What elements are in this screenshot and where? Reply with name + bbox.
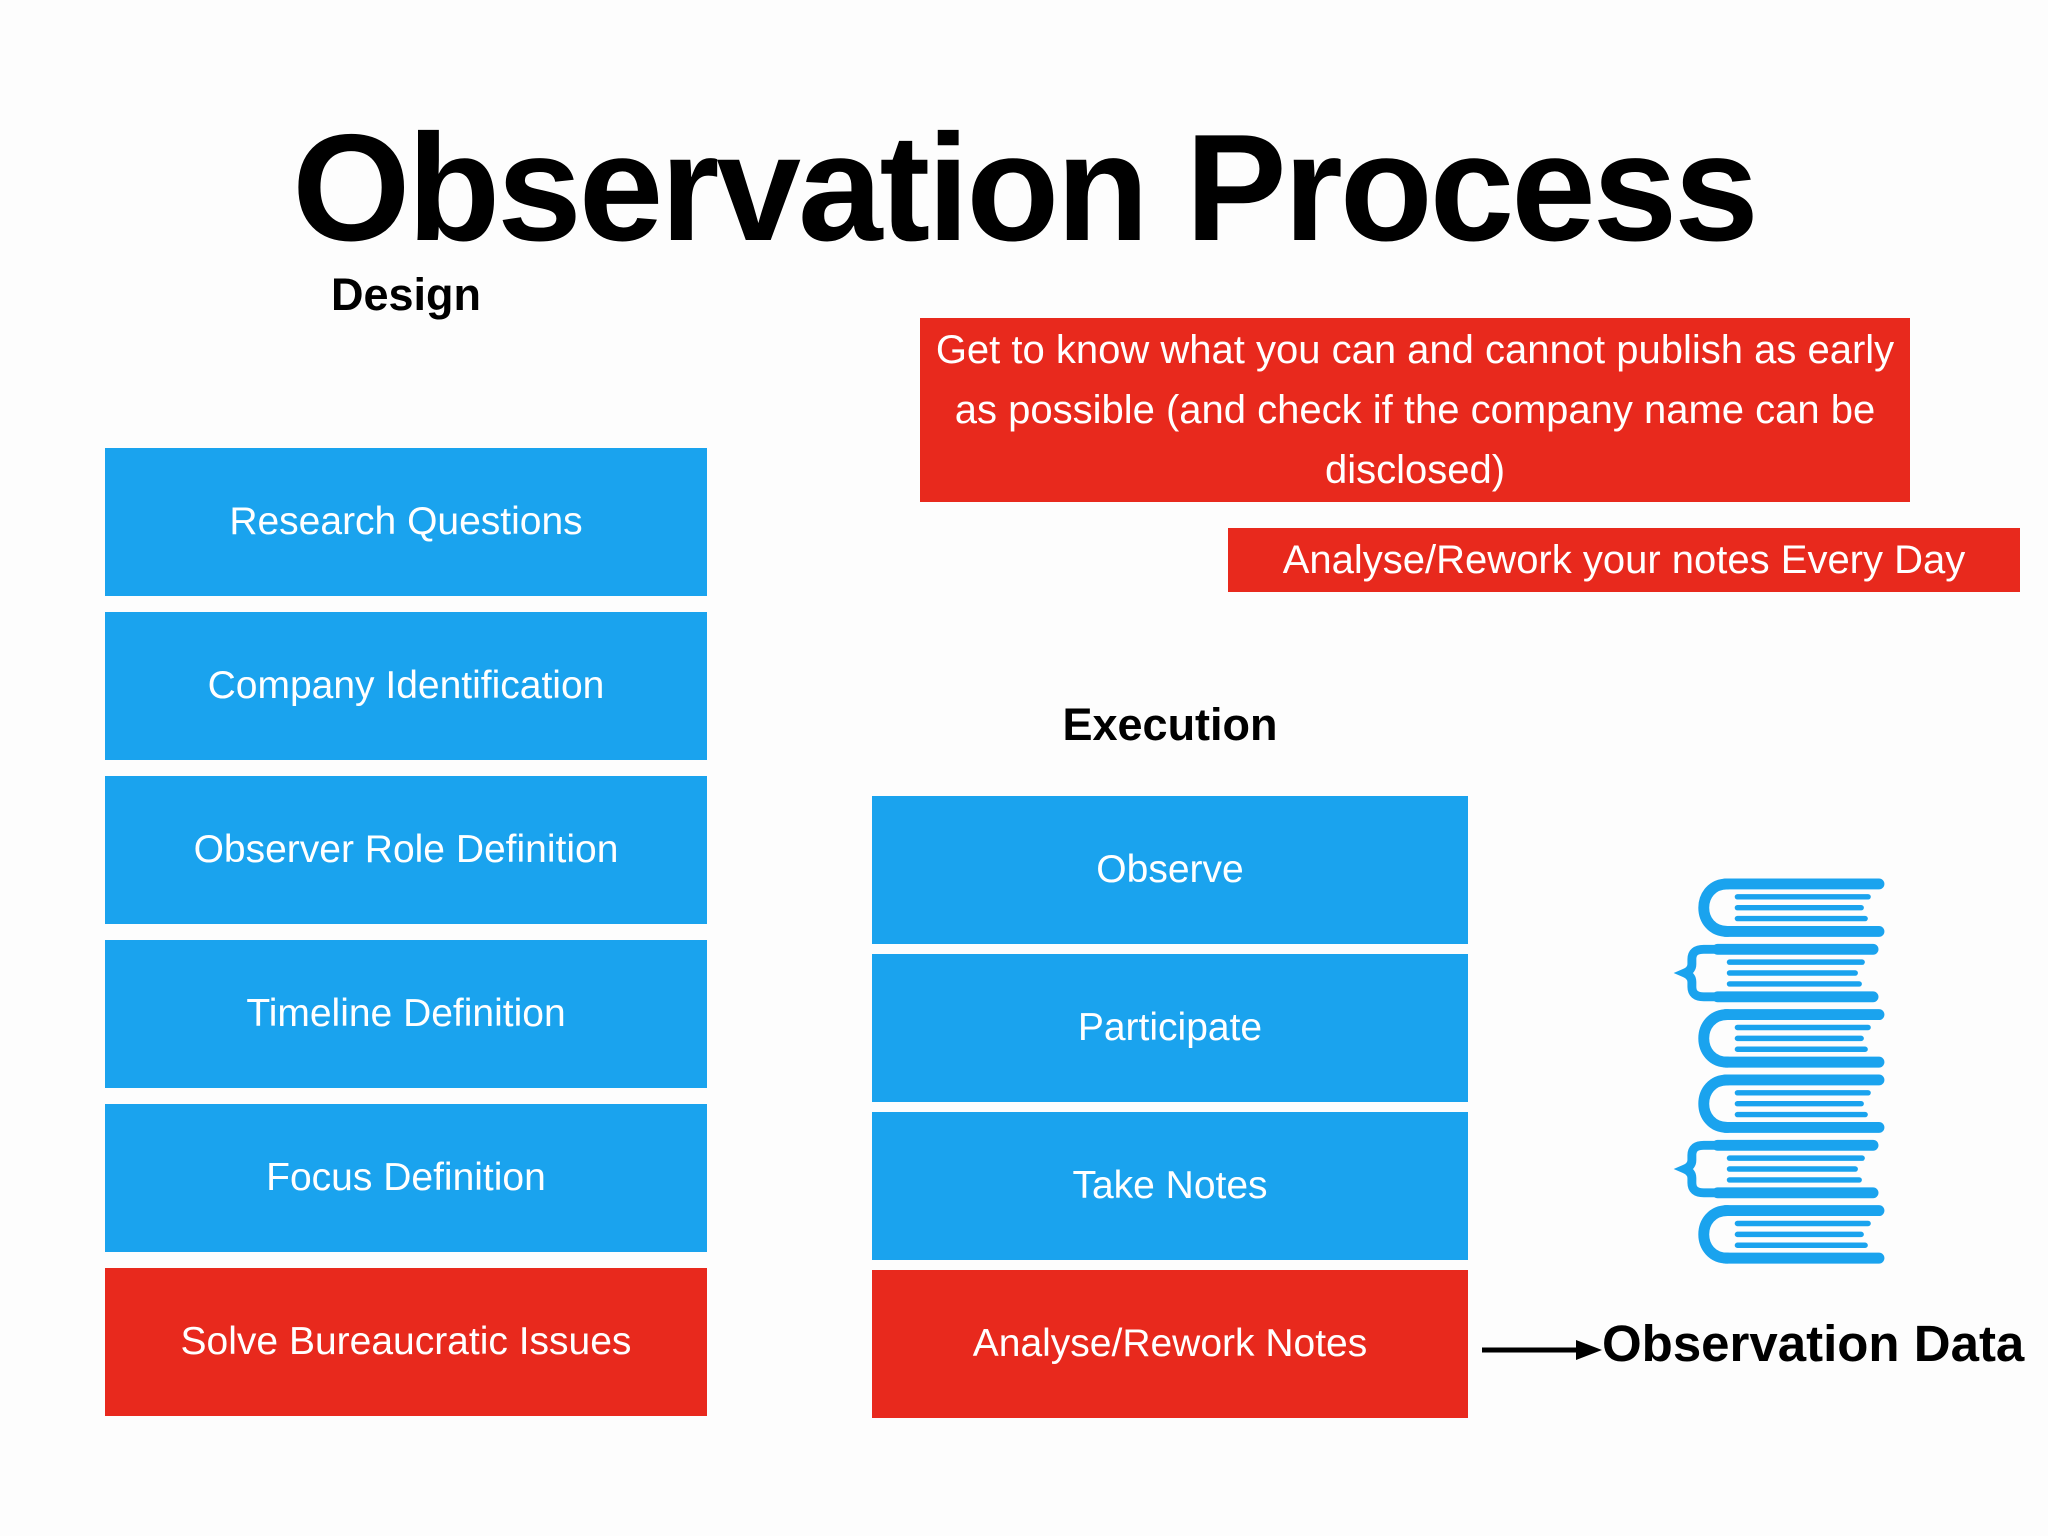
process-step: Company Identification: [105, 612, 707, 760]
process-step: Take Notes: [872, 1112, 1468, 1260]
process-step: Observe: [872, 796, 1468, 944]
process-step: Research Questions: [105, 448, 707, 596]
observation-data-label: Observation Data: [1602, 1315, 2025, 1372]
process-step: Participate: [872, 954, 1468, 1102]
process-step: Analyse/Rework Notes: [872, 1270, 1468, 1418]
callout-publish-note: Get to know what you can and cannot publ…: [920, 318, 1910, 502]
arrow-right-icon: [1482, 1340, 1602, 1360]
books-stack-icon: [1673, 878, 1885, 1264]
design-column-header: Design: [330, 269, 482, 320]
process-step: Timeline Definition: [105, 940, 707, 1088]
process-step: Solve Bureaucratic Issues: [105, 1268, 707, 1416]
process-step: Focus Definition: [105, 1104, 707, 1252]
process-step: Observer Role Definition: [105, 776, 707, 924]
execution-column-header: Execution: [1062, 699, 1278, 750]
callout-analyse-daily-note: Analyse/Rework your notes Every Day: [1228, 528, 2020, 592]
page-title: Observation Process: [292, 103, 1759, 273]
